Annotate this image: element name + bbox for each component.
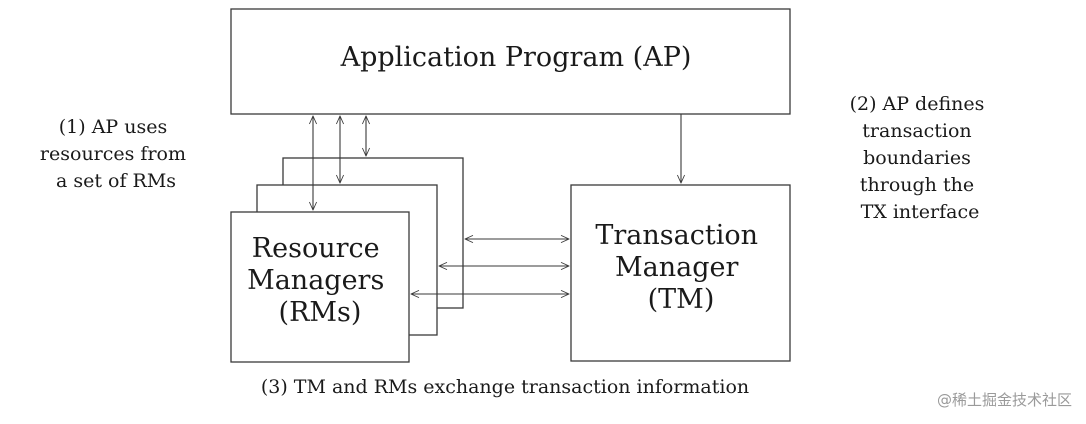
note-ap-uses-resources: (1) AP uses resources from a set of RMs — [40, 116, 192, 192]
rm-label-line-2: Managers — [247, 265, 384, 296]
rm-label-line-3: (RMs) — [279, 297, 362, 328]
note-tm-rms-exchange: (3) TM and RMs exchange transaction info… — [261, 376, 749, 398]
watermark: @稀土掘金技术社区 — [937, 391, 1072, 409]
tm-label-line-2: Manager — [615, 252, 738, 283]
note-2-line-3: boundaries — [863, 147, 971, 169]
tm-label-line-1: Transaction — [595, 220, 758, 251]
note-1-line-1: (1) AP uses — [59, 116, 167, 138]
note-2-line-2: transaction — [862, 120, 971, 142]
rm-label-line-1: Resource — [252, 233, 380, 264]
resource-managers-label: Resource Managers (RMs) — [247, 233, 393, 328]
note-2-line-5: TX interface — [861, 201, 980, 223]
tm-label-line-3: (TM) — [648, 284, 715, 315]
application-program-label: Application Program (AP) — [340, 42, 692, 73]
note-1-line-2: resources from — [40, 143, 186, 165]
note-2-line-1: (2) AP defines — [850, 93, 985, 115]
application-program-box — [230, 8, 791, 115]
note-2-line-4: through the — [860, 174, 974, 196]
resource-manager-box-front — [230, 211, 410, 363]
transaction-manager-box — [570, 184, 791, 362]
note-ap-defines-boundaries: (2) AP defines transaction boundaries th… — [850, 93, 991, 223]
note-1-line-3: a set of RMs — [56, 170, 176, 192]
transaction-manager-label: Transaction Manager (TM) — [595, 220, 766, 315]
